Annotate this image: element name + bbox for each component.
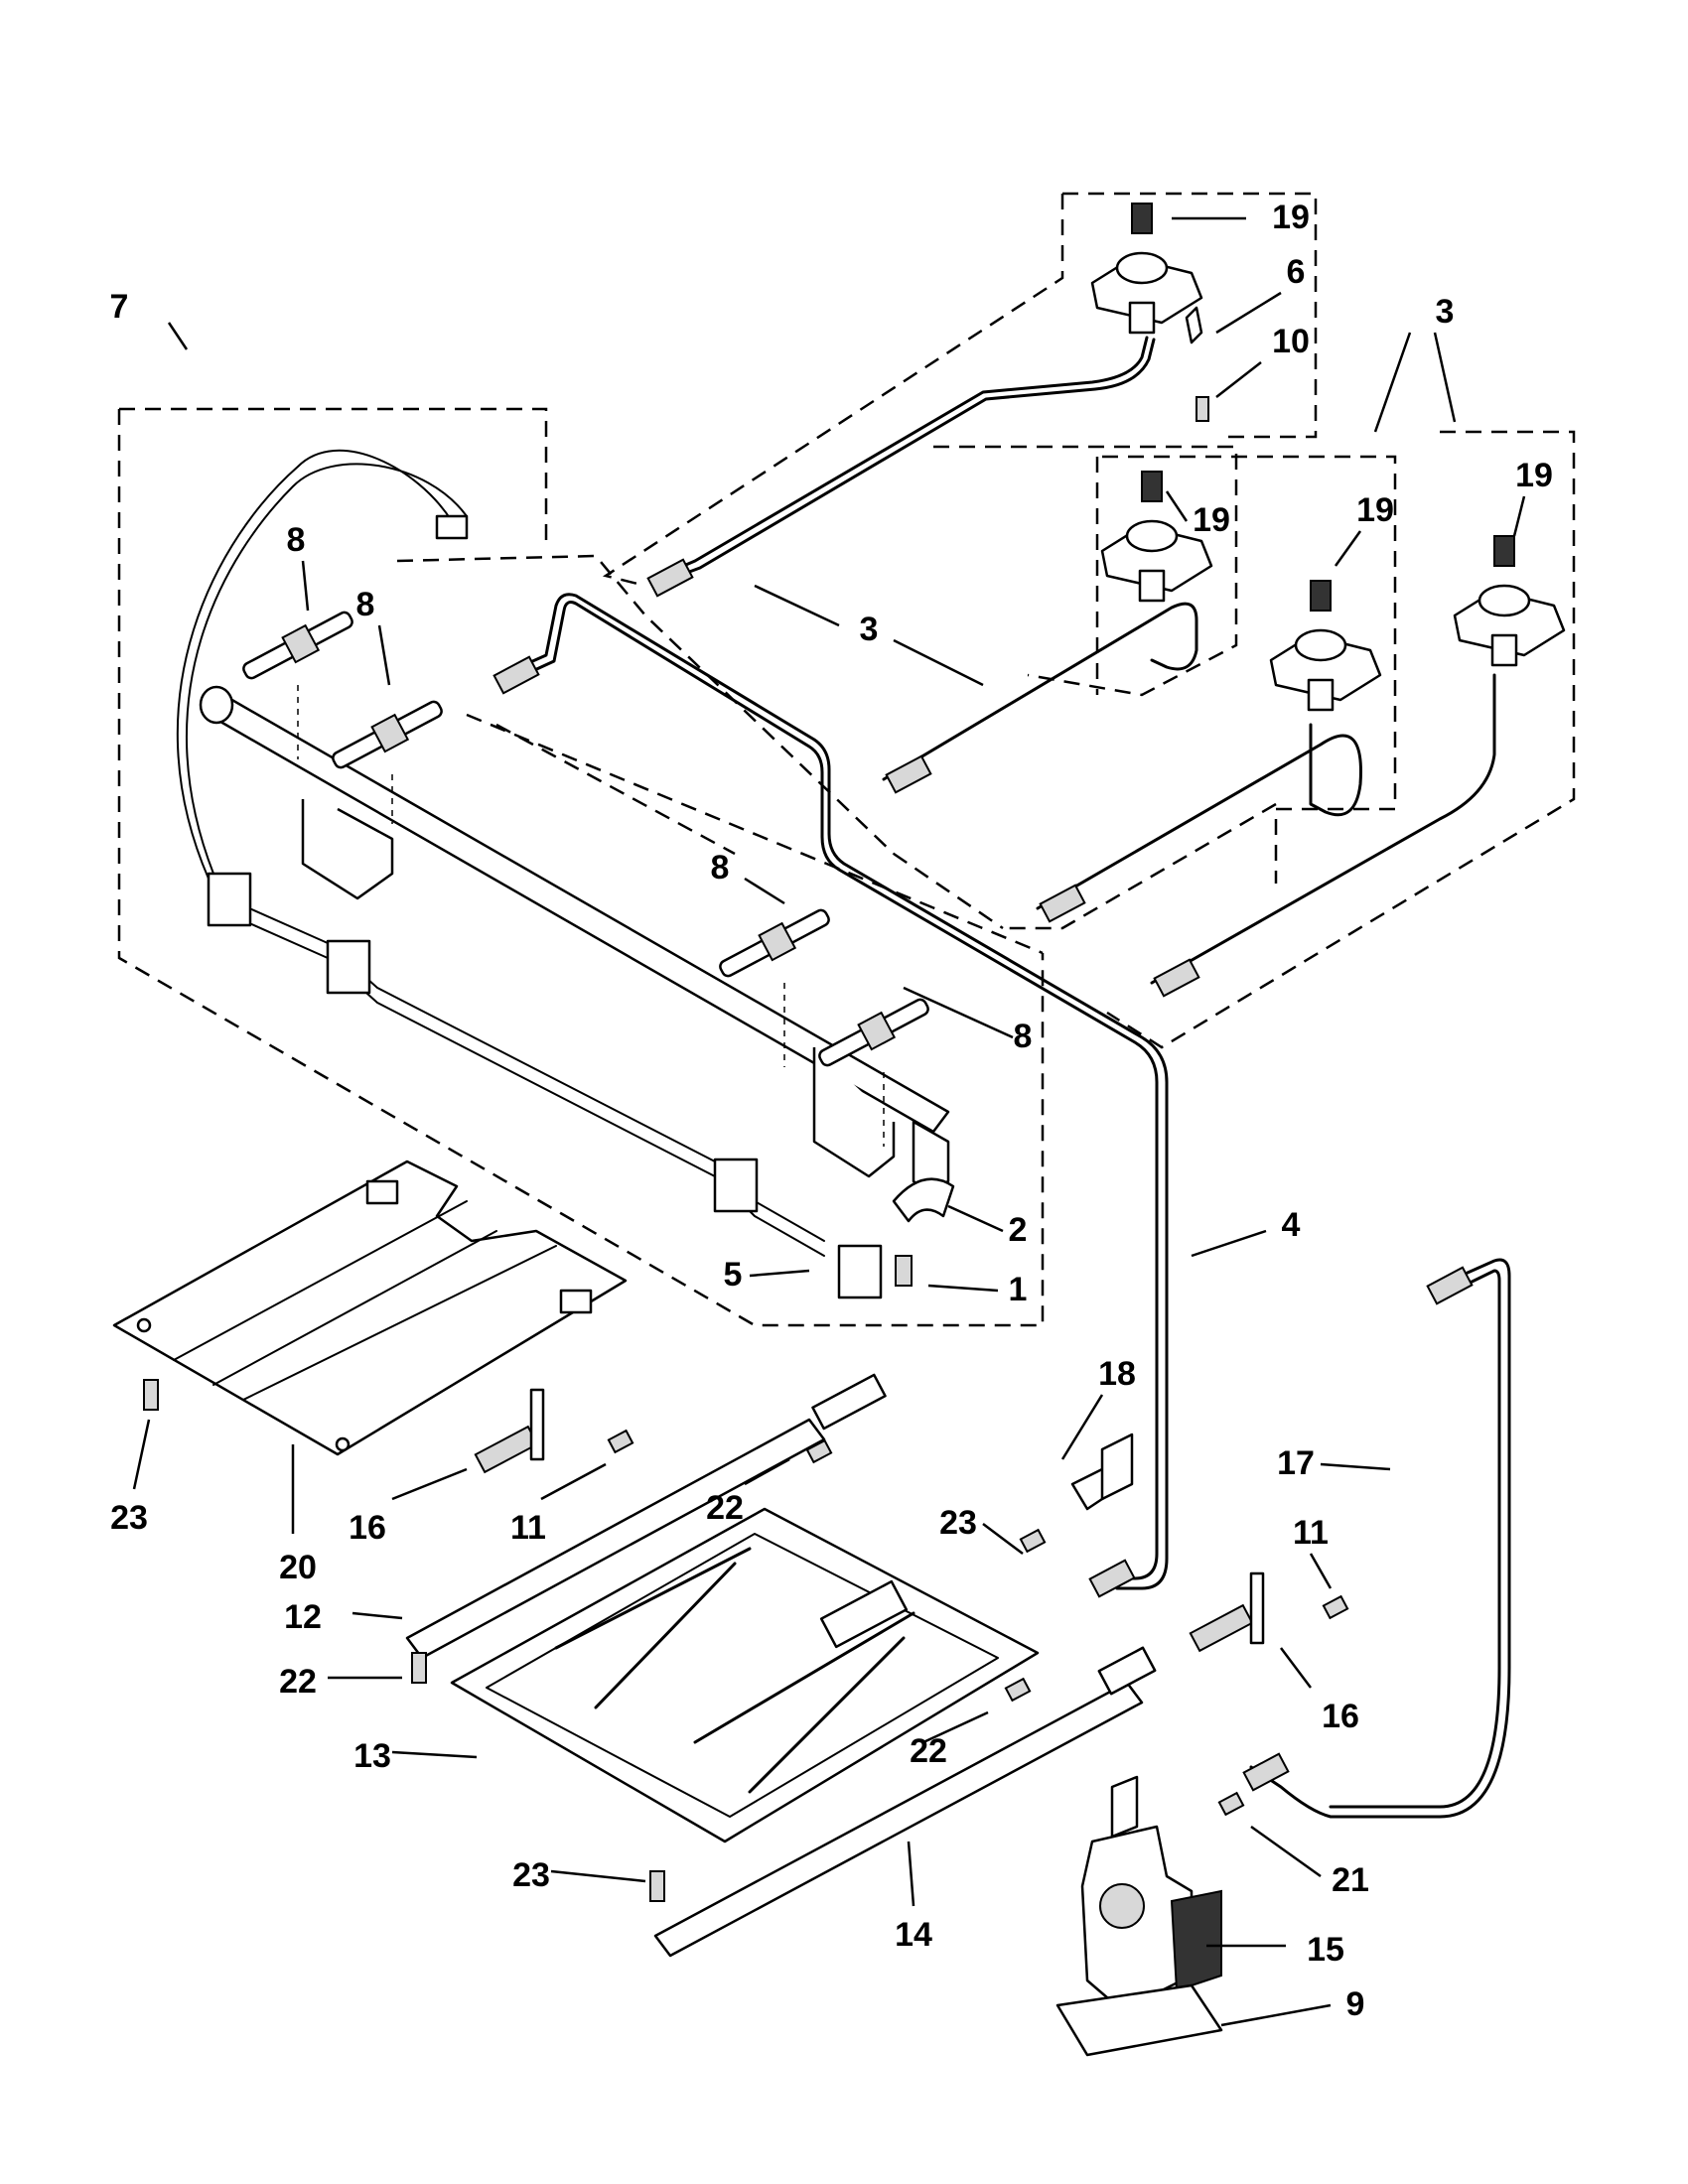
callout-3: 3	[860, 611, 879, 648]
wire-harness	[176, 449, 883, 1299]
manifold-pipe	[199, 685, 950, 1193]
callout-8: 8	[287, 521, 306, 559]
callout-4: 4	[1282, 1206, 1301, 1244]
callout-9: 9	[1346, 1985, 1365, 2023]
callout-8: 8	[711, 849, 730, 887]
callout-6: 6	[1287, 253, 1306, 291]
burner-tubes	[405, 1373, 1157, 1958]
clamp-and-screw	[892, 1177, 955, 1287]
callout-10: 10	[1272, 323, 1310, 360]
callout-23: 23	[939, 1504, 977, 1542]
gas-tubes	[499, 336, 1511, 1819]
callout-5: 5	[724, 1256, 743, 1294]
assembly-outlines	[117, 192, 1576, 1327]
callout-7: 7	[110, 288, 129, 326]
spark-igniters	[242, 611, 929, 1147]
callout-8: 8	[356, 586, 375, 623]
callout-1: 1	[1009, 1271, 1028, 1308]
callout-22: 22	[706, 1489, 744, 1527]
callout-17: 17	[1277, 1444, 1315, 1482]
callout-23: 23	[110, 1499, 148, 1537]
callout-15: 15	[1307, 1931, 1344, 1969]
callout-2: 2	[1009, 1211, 1028, 1249]
callout-8: 8	[1014, 1018, 1033, 1055]
pressure-regulator	[1055, 1775, 1223, 2057]
burner-frame	[450, 1507, 1040, 1843]
callout-22: 22	[279, 1663, 317, 1701]
tube-fittings	[492, 558, 1474, 1792]
callout-16: 16	[349, 1509, 386, 1547]
callout-22: 22	[910, 1732, 947, 1770]
callout-12: 12	[284, 1598, 322, 1636]
burner-shield-panel	[112, 1160, 628, 1456]
callout-19: 19	[1515, 457, 1553, 494]
callout-23: 23	[512, 1856, 550, 1894]
callout-11: 11	[1293, 1514, 1329, 1552]
callout-19: 19	[1272, 199, 1310, 236]
callout-16: 16	[1322, 1698, 1359, 1735]
callout-18: 18	[1098, 1355, 1136, 1393]
callout-11: 11	[510, 1509, 546, 1547]
ignitor-electrodes	[474, 1388, 1265, 1653]
screws	[143, 1379, 1349, 1902]
leader-arrows	[132, 216, 1526, 2027]
callout-21: 21	[1332, 1861, 1369, 1899]
callout-13: 13	[353, 1737, 391, 1775]
callout-3: 3	[1436, 293, 1455, 331]
callout-20: 20	[279, 1549, 317, 1586]
callout-19: 19	[1193, 501, 1230, 539]
callout-labels: 7 8 8 8 8 19 6 10 3 3 19 19 19 2 5 1 4 1…	[110, 199, 1553, 2023]
orifice-holder	[1070, 1433, 1134, 1511]
burner-valves	[1090, 203, 1566, 712]
callout-14: 14	[895, 1916, 932, 1954]
callout-19: 19	[1356, 491, 1394, 529]
